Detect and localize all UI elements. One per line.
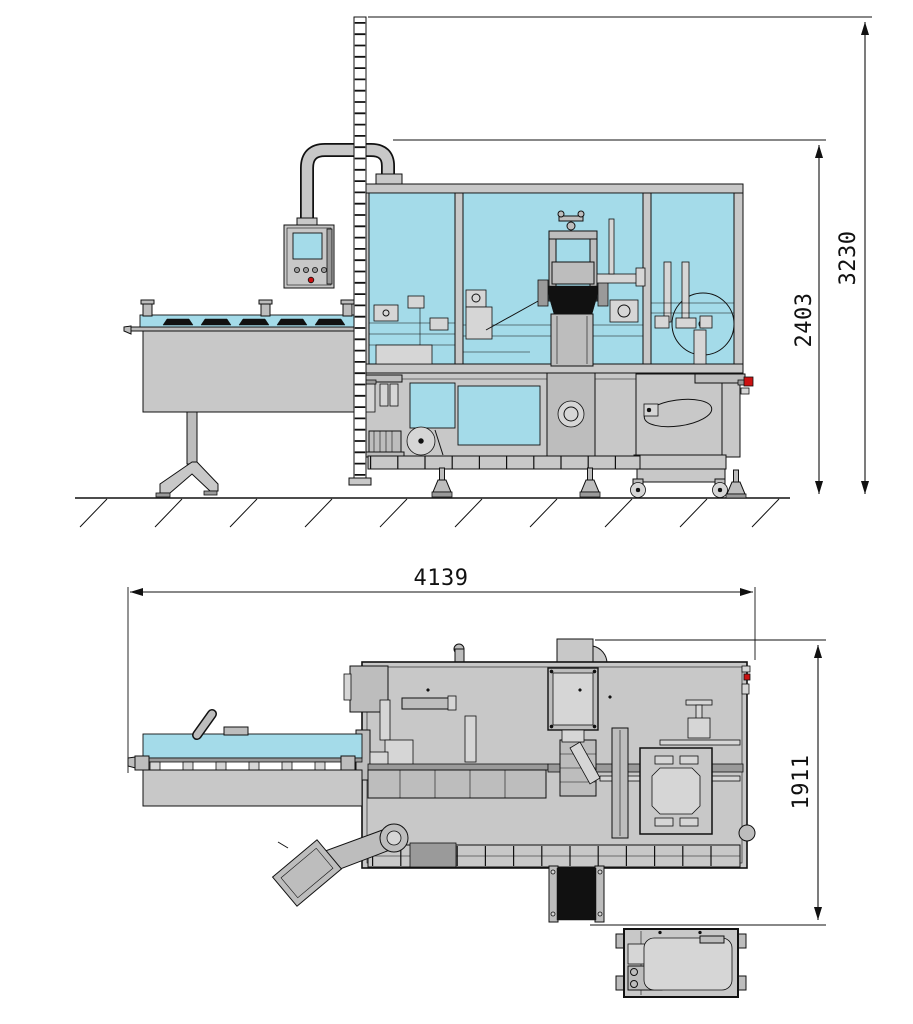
control-panel xyxy=(283,224,335,289)
interior-machinery xyxy=(369,210,735,367)
plan-view: 4139 xyxy=(127,566,826,998)
plan-conveyor xyxy=(127,709,363,807)
plan-right-station xyxy=(639,747,713,835)
plan-interior-machinery xyxy=(367,688,744,839)
conveyor-clamps xyxy=(134,755,356,771)
motor-and-roller xyxy=(365,426,444,458)
infeed-conveyor xyxy=(123,299,363,498)
dimension-overall-length: 4139 xyxy=(127,566,756,773)
center-column xyxy=(550,313,594,367)
dimension-overall-depth: 1911 xyxy=(590,639,826,926)
dimension-label-enclosure-height: 2403 xyxy=(792,293,817,348)
base-window-small xyxy=(409,382,456,429)
emergency-stop-button xyxy=(307,276,315,284)
dimension-label-overall-length: 4139 xyxy=(414,566,469,591)
red-valve xyxy=(737,376,754,395)
dimension-overall-height: 3230 xyxy=(368,16,872,494)
leveling-feet xyxy=(431,467,747,499)
base-window-large xyxy=(457,385,541,446)
plan-red-indicator xyxy=(743,673,751,681)
caster-wheels xyxy=(630,478,728,498)
hmi-screen xyxy=(292,232,323,260)
plan-machine-body xyxy=(343,638,756,869)
discharge-chute xyxy=(271,823,409,907)
dimension-label-overall-height: 3230 xyxy=(836,231,861,286)
outfeed-conveyor xyxy=(548,865,605,923)
pump-unit xyxy=(615,928,747,998)
ground-hatching xyxy=(75,497,790,528)
side-elevation-view: 2403 3230 xyxy=(75,16,872,528)
dimension-label-overall-depth: 1911 xyxy=(789,755,814,810)
right-unit xyxy=(633,373,746,483)
conduit-arch xyxy=(296,143,403,227)
panel-buttons xyxy=(293,266,327,284)
support-mast xyxy=(348,16,372,486)
conveyor-tripod-foot xyxy=(159,461,219,494)
base-cabinet xyxy=(361,372,754,499)
dimension-enclosure-height: 2403 xyxy=(393,139,826,494)
conveyor-products xyxy=(162,318,346,326)
